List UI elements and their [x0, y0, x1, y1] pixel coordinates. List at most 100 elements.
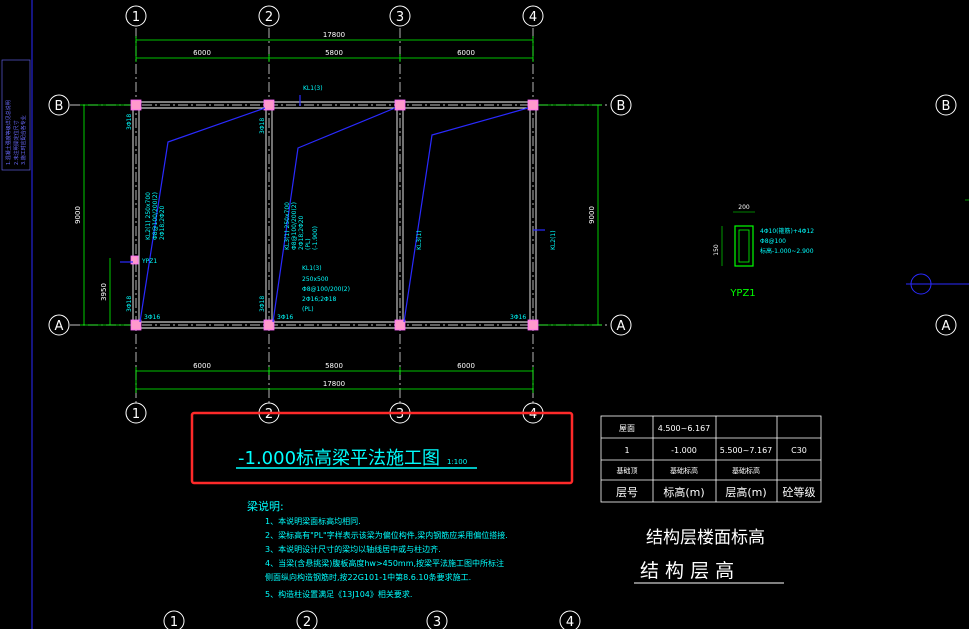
floor-header-grade: 砼等级	[783, 485, 816, 499]
dim-ypz-offset: 3950	[100, 283, 108, 301]
axis-label-2-bottom: 2	[265, 407, 273, 422]
axis-bubble-4-lower	[559, 610, 581, 629]
columns[interactable]	[130, 99, 539, 331]
bottom-bar-label-2: 3Φ16	[277, 314, 293, 321]
floor-row1-elev: 4.500~6.167	[658, 424, 711, 433]
floor-row3-height: 基础标高	[732, 466, 760, 475]
dim-total-top: 17800	[323, 31, 345, 39]
axis-label-4-bottom: 4	[529, 407, 537, 422]
axis-label-3-lower: 3	[433, 615, 441, 629]
ypz-line3: 标高-1.000~2.900	[760, 247, 814, 255]
axis-label-2-lower: 2	[303, 615, 311, 629]
dim-span-2-bottom: 5800	[325, 362, 343, 370]
axis-grid	[70, 28, 610, 403]
beam-mid-size: 250x500	[302, 276, 329, 283]
ypz-name: YPZ1	[729, 288, 755, 299]
axis-bubble-a-far	[935, 314, 957, 336]
support-label-4: 3Φ18	[126, 296, 133, 312]
drawing-scale: 1:100	[447, 458, 467, 466]
dim-span-1-bottom: 6000	[193, 362, 211, 370]
axis-bubble-2-top	[258, 5, 280, 27]
dim-span-2-top: 5800	[325, 49, 343, 57]
bottom-bar-label-1: 3Φ16	[144, 314, 160, 321]
ypz-line2: Φ8@100	[760, 238, 786, 245]
leader-lines	[120, 95, 545, 323]
svg-text:2.未注明梁定位尺寸: 2.未注明梁定位尺寸	[13, 120, 20, 165]
dim-span-3-top: 6000	[457, 49, 475, 57]
axis-bubble-a-right	[610, 314, 632, 336]
dim-span-3-bottom: 6000	[457, 362, 475, 370]
dimension-lines	[80, 36, 602, 393]
beam-col1-line2: Φ8@100/200(2)	[152, 192, 159, 240]
note-3: 3、本说明设计尺寸的梁均以轴线居中或与柱边齐.	[265, 544, 441, 554]
axis-bubble-b-far	[935, 94, 957, 116]
floor-row3-elev: 基础标高	[670, 466, 698, 475]
axis-label-4-lower: 4	[566, 615, 574, 629]
beam-top-label: KL1(3)	[303, 85, 323, 92]
axis-bubble-1-lower	[163, 610, 185, 629]
floor-table[interactable]: 屋面 4.500~6.167 1 -1.000 5.500~7.167 C30 …	[600, 415, 822, 584]
axis-bubble-b-left	[48, 94, 70, 116]
beam-mid-note: (PL)	[302, 306, 314, 313]
ypz-line1: 4Φ10(箍筋)+4Φ12	[760, 227, 814, 235]
beam-notes: 梁说明: 1、本说明梁面标高均相同. 2、梁标高有"PL"字样表示该梁为偏位构件…	[247, 499, 508, 599]
beam-mid-bars: 2Φ16;2Φ18	[302, 296, 337, 303]
floor-row1-floor: 屋面	[619, 424, 635, 433]
floor-row3-floor: 基础顶	[617, 466, 638, 475]
axis-label-a-left: A	[55, 319, 64, 334]
dim-span-1-top: 6000	[193, 49, 211, 57]
note-5: 侧面纵向构造钢筋时,按22G101-1中第8.6.10条要求施工.	[265, 572, 471, 582]
beam-outlines[interactable]	[132, 101, 537, 329]
note-6: 5、构造柱设置满足《13J104》相关要求.	[265, 589, 412, 599]
support-label-1: 3Φ18	[126, 114, 133, 130]
axis-label-b-right: B	[617, 99, 626, 114]
note-1: 1、本说明梁面标高均相同.	[265, 516, 361, 526]
floor-header-elev: 标高(m)	[663, 485, 704, 499]
side-palette[interactable]: 1.混凝土强度等级详见总说明 2.未注明梁定位尺寸 3.施工时应配合各专业	[1, 0, 33, 629]
axis-label-3-bottom: 3	[396, 407, 404, 422]
beam-col2-line4: (PL)	[305, 238, 312, 250]
beam-mid-title: KL1(3)	[302, 265, 322, 272]
side-panel-text: 1.混凝土强度等级详见总说明	[5, 100, 12, 165]
note-4: 4、当梁(含悬挑梁)腹板高度hw>450mm,按梁平法施工图中所标注	[265, 558, 504, 568]
highlight-box	[190, 411, 574, 485]
axis-label-1-lower: 1	[170, 615, 178, 629]
beam-col2-line5: (-1.900)	[312, 226, 319, 250]
beam-col4-label: KL2(1)	[550, 230, 557, 250]
beam-col2-line2: Φ8@100/200(2)	[291, 202, 298, 250]
ypz-width: 200	[738, 204, 750, 211]
ypz-column	[130, 255, 139, 265]
floor-row2-elev: -1.000	[671, 446, 697, 455]
axis-label-3-top: 3	[396, 10, 404, 25]
ypz-marker: YPZ1	[141, 258, 157, 265]
ypz1-detail[interactable]: 200 150 4Φ10(箍筋)+4Φ12 Φ8@100 标高-1.000~2.…	[713, 204, 814, 299]
floor-row2-grade: C30	[791, 446, 807, 455]
axis-label-a-far: A	[942, 319, 951, 334]
notes-heading: 梁说明:	[247, 499, 284, 513]
dim-total-bottom: 17800	[323, 380, 345, 388]
table-caption-2: 结 构 层 高	[640, 560, 734, 582]
axis-bubble-1-top	[125, 5, 147, 27]
axis-label-2-top: 2	[265, 10, 273, 25]
dim-right-height: 9000	[588, 206, 596, 224]
axis-label-a-right: A	[617, 319, 626, 334]
beam-col1-line1: KL2(1) 250x700	[145, 192, 152, 240]
axis-bubble-4-top	[522, 5, 544, 27]
axis-label-4-top: 4	[529, 10, 537, 25]
beam-col3-label: KL3(1)	[416, 230, 423, 250]
axis-bubble-2-lower	[296, 610, 318, 629]
beam-col2-line3: 2Φ18;2Φ20	[298, 215, 305, 250]
drawing-title[interactable]: -1.000标高梁平法施工图	[238, 448, 440, 469]
beam-col2-line1: KL3(1) 250x700	[284, 202, 291, 250]
axis-label-1-bottom: 1	[132, 407, 140, 422]
axis-bubbles	[48, 5, 957, 629]
note-2: 2、梁标高有"PL"字样表示该梁为偏位构件,梁内钢筋应采用偏位搭接.	[265, 530, 508, 540]
axis-bubble-a-left	[48, 314, 70, 336]
axis-bubble-1-bottom	[125, 402, 147, 424]
ypz-height: 150	[713, 244, 720, 256]
floor-row2-floor: 1	[624, 446, 629, 455]
floor-row2-height: 5.500~7.167	[720, 446, 773, 455]
svg-text:3.施工时应配合各专业: 3.施工时应配合各专业	[20, 115, 27, 165]
dim-left-height: 9000	[74, 206, 82, 224]
